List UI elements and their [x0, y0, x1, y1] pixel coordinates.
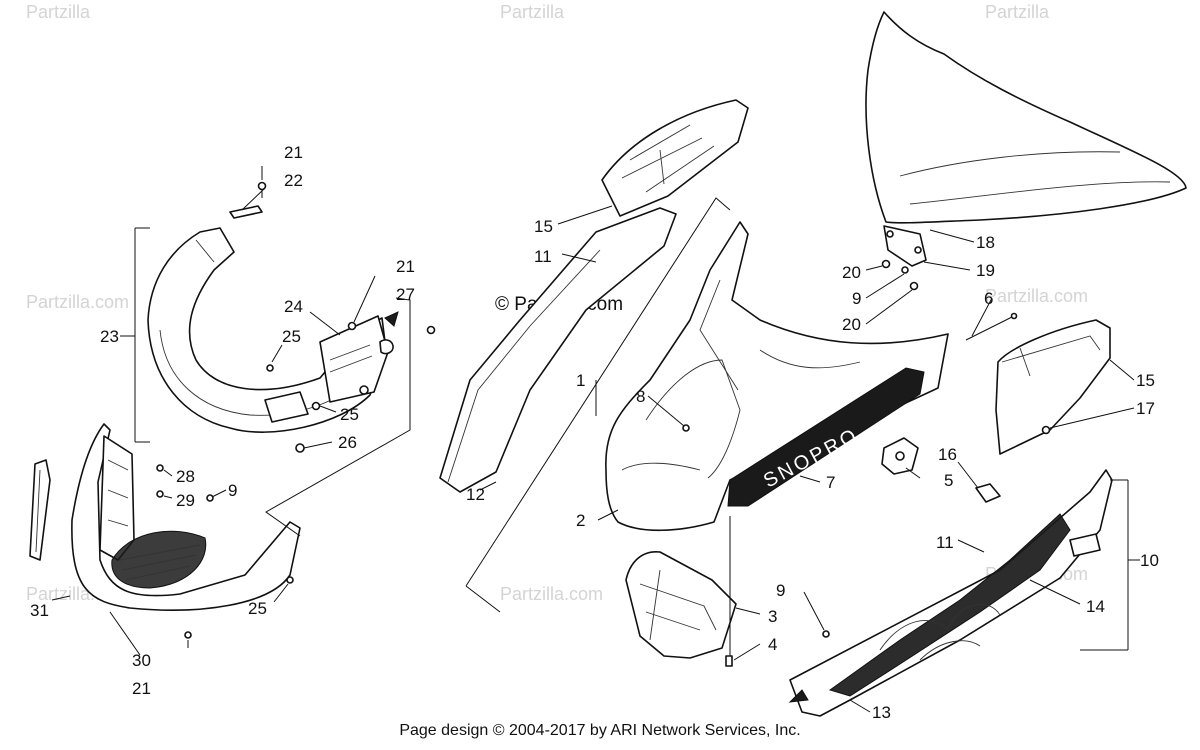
callout-4: 4: [768, 635, 777, 654]
callout-18: 18: [976, 233, 995, 252]
callout-25-upper: 25: [282, 327, 301, 346]
callout-9-right: 9: [852, 289, 861, 308]
callout-27: 27: [396, 285, 415, 304]
part-30-belly-pan: [71, 423, 301, 611]
callout-9-bottom: 9: [776, 581, 785, 600]
callout-23: 23: [100, 327, 119, 346]
part-10-side-panel-assembly: [788, 469, 1113, 717]
part-3-headlight-housing: [625, 551, 737, 659]
callout-21-top: 21: [284, 143, 303, 162]
callout-15-top: 15: [534, 217, 553, 236]
callout-11-top: 11: [534, 247, 552, 266]
watermark-top-left: Partzilla: [26, 2, 91, 22]
part-23-front-bumper-assembly: [147, 227, 394, 433]
callout-5: 5: [944, 471, 953, 490]
callout-3: 3: [768, 607, 777, 626]
watermark-top-center: Partzilla: [500, 2, 565, 22]
callout-24: 24: [284, 297, 303, 316]
callout-14: 14: [1086, 597, 1105, 616]
callout-8: 8: [636, 387, 645, 406]
callout-31: 31: [30, 601, 49, 620]
callout-6: 6: [984, 289, 993, 308]
callout-16: 16: [938, 445, 957, 464]
part-15-right-side-panel: [995, 319, 1111, 455]
right-hardware: [822, 259, 1051, 638]
watermark-right: Partzilla.com: [985, 286, 1088, 306]
callout-13: 13: [872, 703, 891, 722]
center-hardware: [682, 424, 919, 667]
right-lead-lines: [803, 229, 1140, 713]
callout-25-middle: 25: [340, 405, 359, 424]
callout-labels: 1 2 3 4 5 6 7 8 9 9 9 10 11 11 12 13 14 …: [30, 143, 1159, 722]
callout-12: 12: [466, 485, 485, 504]
callout-2: 2: [576, 511, 585, 530]
callout-26: 26: [338, 433, 357, 452]
watermark-left: Partzilla.com: [26, 292, 129, 312]
callout-21-middle: 21: [396, 257, 415, 276]
part-15-upper-nosepiece: [601, 99, 749, 217]
part-18-windshield: [865, 11, 1187, 224]
left-lead-lines: [51, 166, 411, 656]
callout-7: 7: [826, 473, 835, 492]
part-19-windshield-bracket: [883, 225, 927, 267]
callout-1: 1: [576, 371, 585, 390]
callout-19: 19: [976, 261, 995, 280]
callout-22: 22: [284, 171, 303, 190]
part-11-hood-side-trim-left: [439, 207, 677, 493]
callout-28: 28: [176, 467, 195, 486]
center-lead-lines: [465, 197, 921, 661]
watermark-bottom-center: Partzilla.com: [500, 584, 603, 604]
callout-15-right: 15: [1136, 371, 1155, 390]
callout-25-bottom: 25: [248, 599, 267, 618]
callout-9-left: 9: [228, 481, 237, 500]
page-footer-copyright: Page design © 2004-2017 by ARI Network S…: [399, 722, 801, 739]
callout-20-lower: 20: [842, 315, 861, 334]
callout-20-upper: 20: [842, 263, 861, 282]
watermark-top-right: Partzilla: [985, 2, 1050, 22]
callout-30: 30: [132, 651, 151, 670]
callout-11-bottom: 11: [936, 533, 954, 552]
left-hardware: [156, 181, 436, 639]
part-31-bumper-trim: [29, 459, 51, 561]
callout-10: 10: [1140, 551, 1159, 570]
callout-17: 17: [1136, 399, 1155, 418]
callout-21-bottom: 21: [132, 679, 151, 698]
part-1-hood: SNOPRO: [605, 221, 949, 532]
callout-29: 29: [176, 491, 195, 510]
